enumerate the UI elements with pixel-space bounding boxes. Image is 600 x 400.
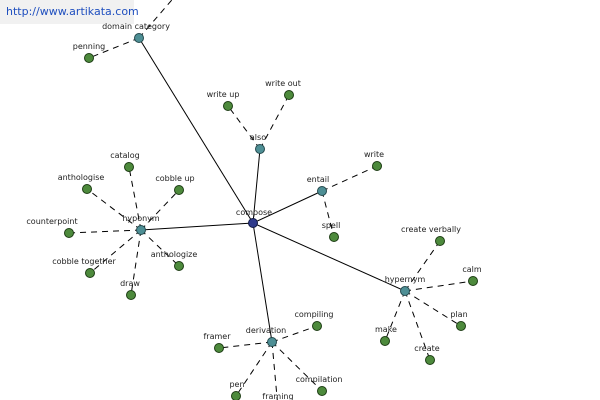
- leaf-node-pen[interactable]: [231, 391, 241, 400]
- leaf-edge-anthologize: [140, 229, 180, 267]
- leaf-edge-compilation: [271, 341, 323, 392]
- leaf-node-spell[interactable]: [329, 232, 339, 242]
- leaf-edge-make: [384, 290, 406, 342]
- relation-label-hyponym: hyponym: [122, 214, 160, 223]
- leaf-edge-cobble-together: [89, 229, 142, 274]
- relation-node-also[interactable]: [255, 144, 265, 154]
- leaf-label-penning: penning: [73, 42, 106, 51]
- leaf-label-anthologise: anthologise: [58, 173, 105, 182]
- edge-hypernym: [252, 222, 406, 292]
- leaf-node-penning[interactable]: [84, 53, 94, 63]
- leaf-node-plan[interactable]: [456, 321, 466, 331]
- leaf-edge-spell: [321, 190, 335, 238]
- center-node[interactable]: [248, 218, 258, 228]
- relation-node-entail[interactable]: [317, 186, 327, 196]
- leaf-node-write-out[interactable]: [284, 90, 294, 100]
- relation-label-hypernym: hypernym: [385, 275, 426, 284]
- edge-entail: [252, 190, 323, 224]
- leaf-label-framer: framer: [203, 332, 231, 341]
- leaf-label-draw: draw: [120, 279, 140, 288]
- leaf-node-counterpoint[interactable]: [64, 228, 74, 238]
- leaf-edge-framer: [218, 341, 273, 349]
- leaf-label-make: make: [375, 325, 397, 334]
- leaf-node-anthologise[interactable]: [82, 184, 92, 194]
- leaf-label-cobble-together: cobble together: [52, 257, 116, 266]
- leaf-node-framer[interactable]: [214, 343, 224, 353]
- relation-label-domain_category: domain category: [102, 22, 170, 31]
- leaf-edge-plan: [404, 290, 462, 327]
- center-node-label: compose: [236, 208, 272, 217]
- leaf-node-anthologize[interactable]: [174, 261, 184, 271]
- leaf-label-catalog: catalog: [110, 151, 140, 160]
- watermark-url[interactable]: http://www.artikata.com: [0, 0, 139, 24]
- leaf-node-calm[interactable]: [468, 276, 478, 286]
- leaf-edge-cobble-up: [140, 189, 180, 231]
- leaf-node-catalog[interactable]: [124, 162, 134, 172]
- edge-derivation: [252, 222, 273, 343]
- leaf-node-cobble-together[interactable]: [85, 268, 95, 278]
- leaf-node-write-up[interactable]: [223, 101, 233, 111]
- leaf-label-compilation: compilation: [296, 375, 343, 384]
- relation-label-entail: entail: [307, 175, 329, 184]
- leaf-node-compilation[interactable]: [317, 386, 327, 396]
- leaf-node-make[interactable]: [380, 336, 390, 346]
- leaf-node-compiling[interactable]: [312, 321, 322, 331]
- nodes-layer: [64, 33, 478, 400]
- relation-node-domain_category[interactable]: [134, 33, 144, 43]
- edge-hyponym: [140, 222, 254, 231]
- leaf-label-plan: plan: [450, 310, 467, 319]
- relation-node-hyponym[interactable]: [136, 225, 146, 235]
- leaf-label-write-out: write out: [265, 79, 301, 88]
- leaf-node-write[interactable]: [372, 161, 382, 171]
- leaf-label-pen: pen: [229, 380, 244, 389]
- leaf-edge-counterpoint: [68, 229, 142, 234]
- relation-node-hypernym[interactable]: [400, 286, 410, 296]
- edge-also: [252, 148, 261, 224]
- leaf-label-create: create: [414, 344, 439, 353]
- relation-label-also: also: [250, 133, 266, 142]
- leaf-label-write-up: write up: [207, 90, 240, 99]
- leaf-edge-create: [404, 290, 431, 361]
- leaf-edge-write-up: [227, 105, 261, 150]
- leaf-edge-framing: [271, 341, 278, 400]
- edges-layer: [68, 0, 474, 400]
- leaf-label-framing: framing: [262, 392, 293, 400]
- leaf-node-create-verbally[interactable]: [435, 236, 445, 246]
- leaf-edge-anthologise: [86, 188, 142, 231]
- leaf-label-create-verbally: create verbally: [401, 225, 461, 234]
- leaf-edge-music: [138, 0, 173, 39]
- leaf-label-counterpoint: counterpoint: [26, 217, 77, 226]
- leaf-label-write: write: [364, 150, 384, 159]
- relation-label-derivation: derivation: [246, 326, 286, 335]
- leaf-label-compiling: compiling: [295, 310, 334, 319]
- leaf-label-cobble-up: cobble up: [155, 174, 194, 183]
- edge-domain_category: [138, 37, 254, 224]
- relation-node-derivation[interactable]: [267, 337, 277, 347]
- leaf-node-create[interactable]: [425, 355, 435, 365]
- leaf-label-anthologize: anthologize: [151, 250, 198, 259]
- leaf-node-cobble-up[interactable]: [174, 185, 184, 195]
- leaf-edge-write: [321, 165, 378, 192]
- leaf-edge-penning: [88, 37, 140, 59]
- leaf-node-draw[interactable]: [126, 290, 136, 300]
- leaf-label-spell: spell: [322, 221, 341, 230]
- leaf-edge-calm: [404, 280, 474, 292]
- leaf-edge-compiling: [271, 325, 318, 343]
- leaf-label-calm: calm: [462, 265, 482, 274]
